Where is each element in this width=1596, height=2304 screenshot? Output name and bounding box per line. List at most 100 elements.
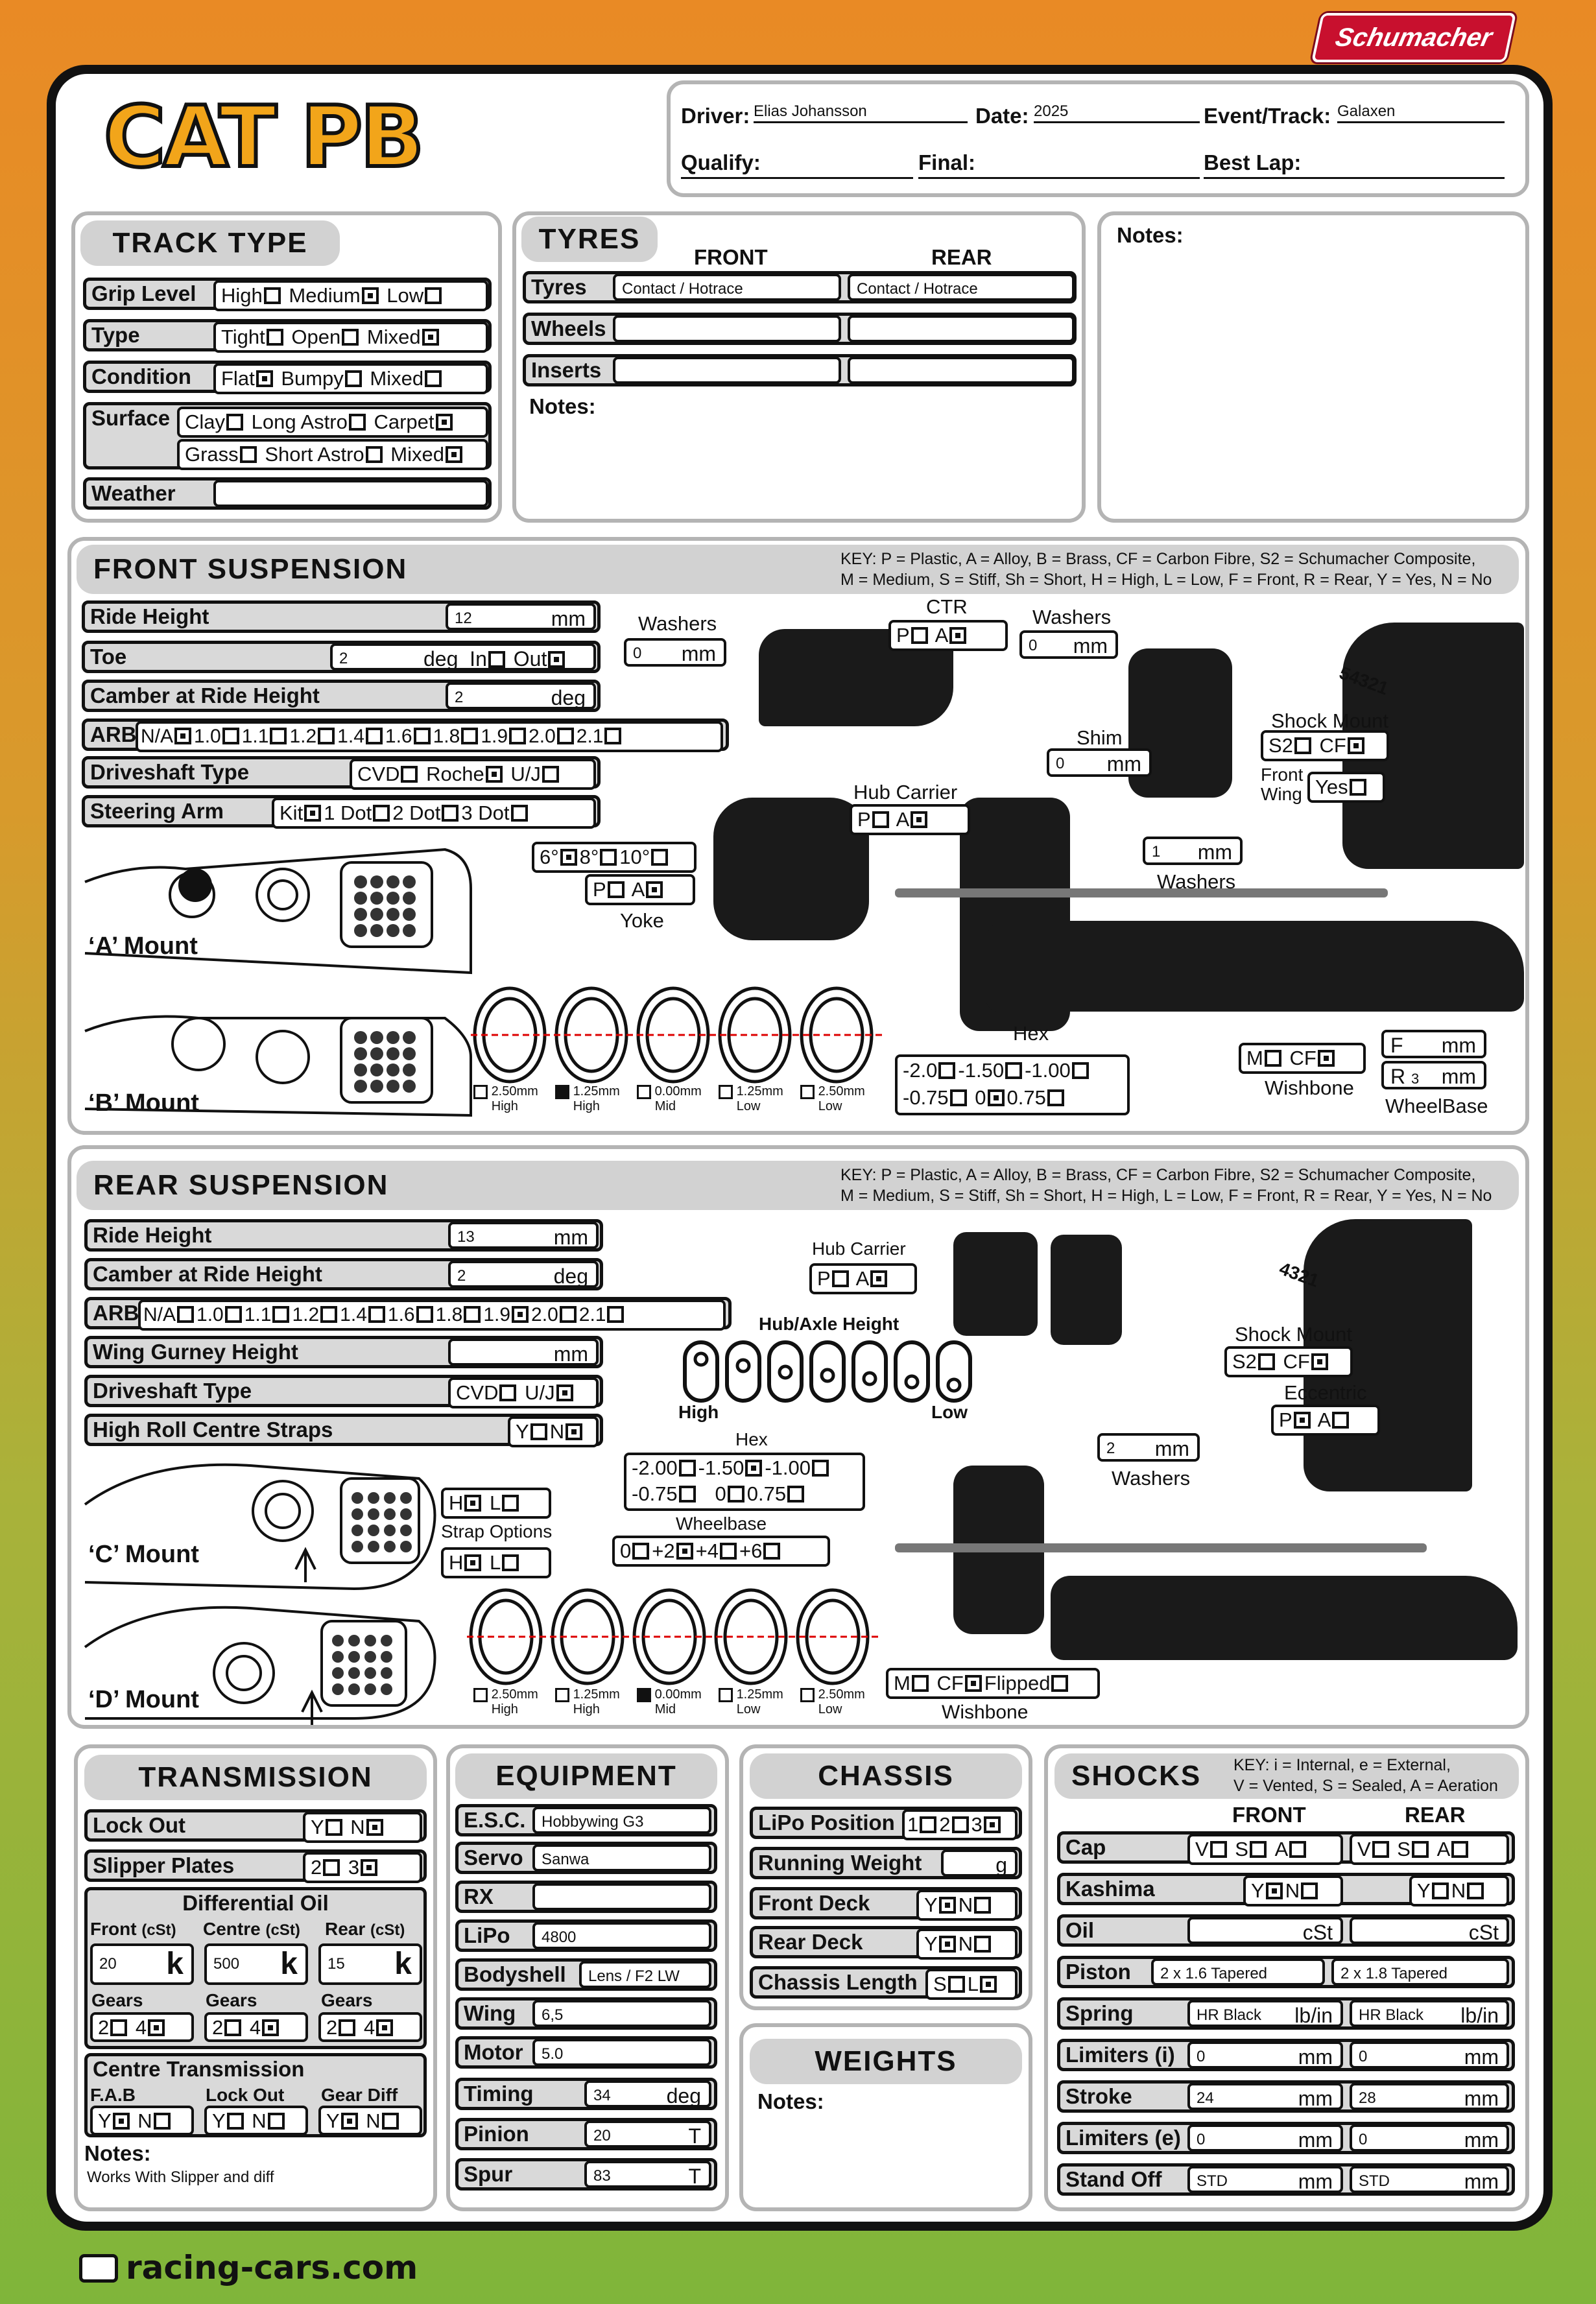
strap-d-h-checkbox[interactable] — [464, 1554, 482, 1571]
cond-flat-checkbox[interactable] — [256, 370, 273, 387]
toe-in-checkbox[interactable] — [488, 651, 505, 668]
rhex-checkbox[interactable] — [678, 1460, 696, 1477]
arb-checkbox[interactable] — [509, 728, 527, 744]
rhub-a-checkbox[interactable] — [870, 1270, 888, 1287]
yoke-angle-checkbox[interactable] — [600, 849, 617, 866]
wing-input[interactable]: 6,5 — [532, 2000, 711, 2027]
hex-checkbox[interactable] — [938, 1062, 956, 1079]
type-tight-checkbox[interactable] — [266, 329, 283, 346]
rsm-cf-checkbox[interactable] — [1311, 1353, 1328, 1370]
surf-shortastro-checkbox[interactable] — [365, 446, 383, 463]
insert-checkbox[interactable] — [637, 1085, 651, 1099]
surf-carpet-checkbox[interactable] — [435, 414, 453, 431]
kash-checkbox[interactable] — [1265, 1882, 1283, 1899]
rhex-checkbox[interactable] — [678, 1486, 696, 1502]
lipopos-checkbox[interactable] — [983, 1816, 1001, 1833]
cap-checkbox[interactable] — [1451, 1841, 1469, 1858]
grip-low-checkbox[interactable] — [425, 287, 442, 304]
hex-checkbox[interactable] — [949, 1089, 967, 1106]
gd-y-checkbox[interactable] — [340, 2113, 358, 2130]
rsm-s2-checkbox[interactable] — [1257, 1353, 1275, 1370]
insert-checkbox[interactable] — [800, 1085, 815, 1099]
surf-grass-checkbox[interactable] — [239, 446, 257, 463]
esc-input[interactable]: Hobbywing G3 — [532, 1807, 711, 1834]
type-open-checkbox[interactable] — [342, 329, 359, 346]
arb-checkbox[interactable] — [461, 728, 479, 744]
rhex-checkbox[interactable] — [787, 1486, 805, 1502]
rwb-checkbox[interactable] — [676, 1543, 693, 1560]
yoke-p-checkbox[interactable] — [607, 881, 625, 898]
piston-rear-input[interactable]: 2 x 1.8 Tapered — [1331, 1958, 1509, 1986]
weather-input[interactable] — [213, 480, 488, 507]
tyres-front-input[interactable]: Contact / Hotrace — [613, 274, 841, 301]
rwb-checkbox[interactable] — [632, 1543, 650, 1560]
arb-checkbox[interactable] — [604, 728, 622, 744]
arb-checkbox[interactable] — [318, 728, 335, 744]
servo-input[interactable]: Sanwa — [532, 1844, 711, 1871]
gear-checkbox[interactable] — [110, 2019, 128, 2036]
oil-rear-input[interactable]: cSt — [1350, 1917, 1509, 1944]
drive-roche-checkbox[interactable] — [485, 766, 503, 783]
arb-checkbox[interactable] — [413, 728, 431, 744]
rinsert-checkbox[interactable] — [719, 1688, 733, 1702]
ctr-p-checkbox[interactable] — [911, 627, 928, 644]
rdeck-y-checkbox[interactable] — [938, 1936, 956, 1953]
oil-front-input[interactable]: cSt — [1187, 1917, 1343, 1944]
gd-n-checkbox[interactable] — [381, 2113, 399, 2130]
sm-s2-checkbox[interactable] — [1294, 737, 1311, 754]
steer-checkbox[interactable] — [373, 805, 390, 822]
drive-cvd-checkbox[interactable] — [401, 766, 418, 783]
hex-checkbox[interactable] — [1005, 1062, 1023, 1079]
rhex-checkbox[interactable] — [745, 1460, 763, 1477]
hub-p-checkbox[interactable] — [872, 811, 889, 828]
gear-checkbox[interactable] — [148, 2019, 165, 2036]
grip-medium-checkbox[interactable] — [361, 287, 379, 304]
fdeck-y-checkbox[interactable] — [938, 1897, 956, 1914]
rarb-checkbox[interactable] — [368, 1306, 385, 1323]
wheels-rear-input[interactable] — [848, 315, 1075, 342]
bestlap-field[interactable] — [1204, 147, 1505, 179]
rdrive-cvd-checkbox[interactable] — [499, 1384, 517, 1401]
surf-longastro-checkbox[interactable] — [348, 414, 366, 431]
arb-checkbox[interactable] — [270, 728, 287, 744]
wb-cf-checkbox[interactable] — [1317, 1050, 1335, 1067]
insert-checkbox[interactable] — [555, 1085, 569, 1099]
surf-clay-checkbox[interactable] — [226, 414, 244, 431]
cap-checkbox[interactable] — [1372, 1841, 1389, 1858]
hrc-y-checkbox[interactable] — [530, 1423, 547, 1440]
lockout-y-checkbox[interactable] — [325, 1819, 342, 1836]
rarb-checkbox[interactable] — [559, 1306, 577, 1323]
rhex-checkbox[interactable] — [727, 1486, 744, 1502]
rarb-checkbox[interactable] — [320, 1306, 338, 1323]
ctl-y-checkbox[interactable] — [226, 2113, 244, 2130]
yoke-angle-checkbox[interactable] — [651, 849, 669, 866]
cap-checkbox[interactable] — [1411, 1841, 1429, 1858]
rdeck-n-checkbox[interactable] — [974, 1936, 992, 1953]
steer-kit-checkbox[interactable] — [304, 805, 322, 822]
rwb-flipped-checkbox[interactable] — [1051, 1675, 1069, 1692]
drive-uj-checkbox[interactable] — [542, 766, 559, 783]
strap-c-l-checkbox[interactable] — [502, 1495, 519, 1512]
gear-checkbox[interactable] — [339, 2019, 356, 2036]
cap-checkbox[interactable] — [1249, 1841, 1267, 1858]
notes-panel[interactable] — [1097, 211, 1529, 523]
gear-checkbox[interactable] — [376, 2019, 394, 2036]
slipper-2-checkbox[interactable] — [323, 1859, 340, 1876]
strap-d-l-checkbox[interactable] — [502, 1554, 519, 1571]
fab-n-checkbox[interactable] — [153, 2113, 171, 2130]
yoke-a-checkbox[interactable] — [646, 881, 663, 898]
fab-y-checkbox[interactable] — [112, 2113, 130, 2130]
rhex-checkbox[interactable] — [812, 1460, 829, 1477]
kash-checkbox[interactable] — [1301, 1882, 1318, 1899]
